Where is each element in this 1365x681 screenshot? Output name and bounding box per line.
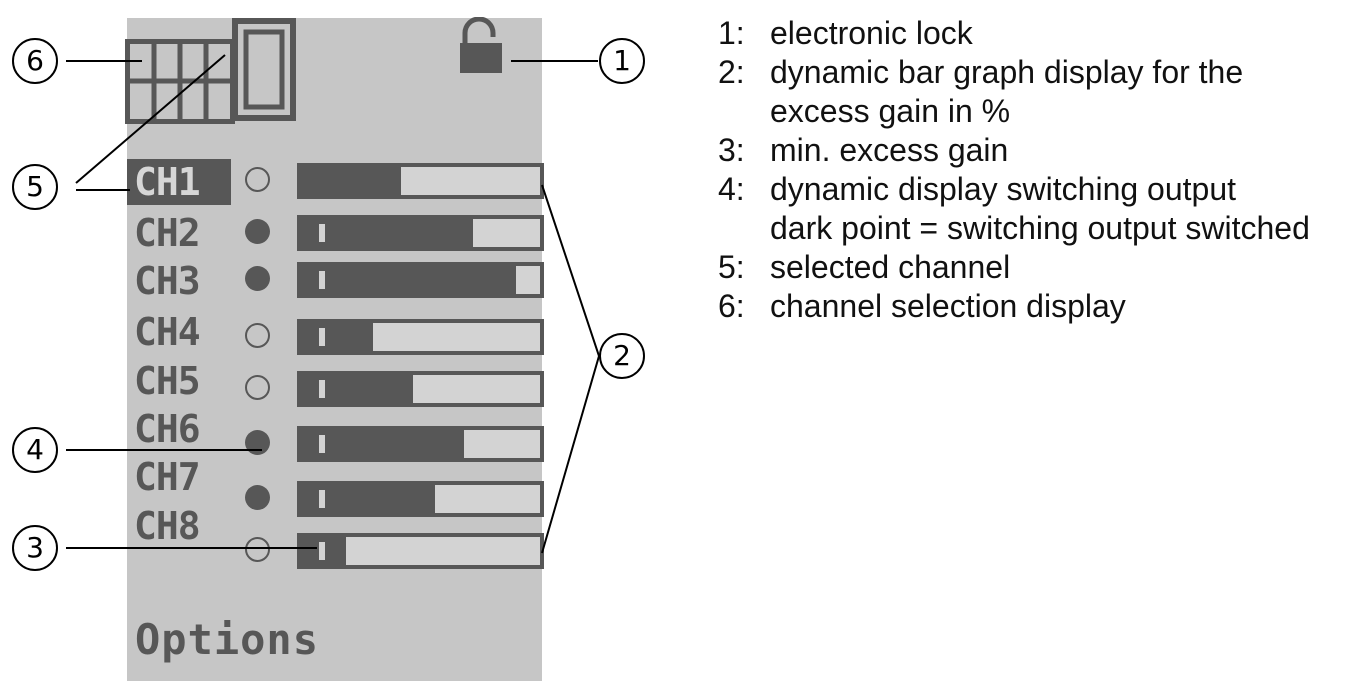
callout-3: 3 [12, 525, 58, 571]
legend-number: 1: [718, 15, 745, 51]
min-excess-gain-marker [319, 542, 325, 560]
switching-output-indicator [245, 219, 270, 244]
excess-gain-bar [297, 215, 544, 251]
legend-text: excess gain in % [770, 93, 1011, 129]
excess-gain-bar [297, 371, 544, 407]
legend-text: channel selection display [770, 288, 1126, 324]
legend-text: min. excess gain [770, 132, 1009, 168]
legend-number: 4: [718, 171, 745, 207]
excess-gain-bar [297, 533, 544, 569]
excess-gain-bar [297, 262, 544, 298]
excess-gain-bar [297, 426, 544, 462]
channel-label-ch3[interactable]: CH3 [134, 259, 201, 303]
legend-number: 5: [718, 249, 745, 285]
min-excess-gain-marker [319, 271, 325, 289]
legend-item: 2: dynamic bar graph display for the [718, 53, 1310, 92]
callout-5: 5 [12, 164, 58, 210]
options-menu-item[interactable]: Options [135, 615, 320, 664]
legend-number: 2: [718, 54, 745, 90]
excess-gain-fill [301, 167, 402, 195]
channel-label-ch4[interactable]: CH4 [134, 310, 201, 354]
excess-gain-bar [297, 163, 544, 199]
legend-text: electronic lock [770, 15, 973, 51]
switching-output-indicator [245, 323, 270, 348]
excess-gain-fill [301, 430, 464, 458]
switching-output-indicator [245, 537, 270, 562]
excess-gain-fill [301, 219, 474, 247]
legend-item: excess gain in % [718, 92, 1310, 131]
excess-gain-bar [297, 319, 544, 355]
min-excess-gain-marker [319, 328, 325, 346]
legend-text: dynamic display switching output [770, 171, 1237, 207]
legend-number: 3: [718, 132, 745, 168]
legend-item: 1: electronic lock [718, 14, 1310, 53]
legend-text: dark point = switching output switched [770, 210, 1310, 246]
unlocked-padlock-icon [460, 17, 502, 73]
legend-number [718, 92, 770, 131]
min-excess-gain-marker [319, 435, 325, 453]
min-excess-gain-marker [319, 380, 325, 398]
callout-4: 4 [12, 427, 58, 473]
channel-label-ch6[interactable]: CH6 [134, 407, 201, 451]
switching-output-indicator [245, 375, 270, 400]
switching-output-indicator [245, 167, 270, 192]
callout-6: 6 [12, 38, 58, 84]
legend-item: dark point = switching output switched [718, 209, 1310, 248]
legend-text: selected channel [770, 249, 1011, 285]
channel-label-ch1[interactable]: CH1 [127, 159, 231, 205]
legend-item: 6: channel selection display [718, 287, 1310, 326]
channel-label-ch5[interactable]: CH5 [134, 359, 201, 403]
switching-output-indicator [245, 266, 270, 291]
legend-text: dynamic bar graph display for the [770, 54, 1244, 90]
legend-list: 1: electronic lock 2: dynamic bar graph dis… [718, 14, 1310, 326]
min-excess-gain-marker [319, 224, 325, 242]
excess-gain-fill [301, 323, 373, 351]
legend-number: 6: [718, 288, 745, 324]
callout-2: 2 [599, 333, 645, 379]
channel-label-ch2[interactable]: CH2 [134, 211, 201, 255]
callout-1: 1 [599, 38, 645, 84]
legend-item: 3: min. excess gain [718, 131, 1310, 170]
legend-item: 5: selected channel [718, 248, 1310, 287]
channel-label-ch7[interactable]: CH7 [134, 455, 201, 499]
excess-gain-fill [301, 266, 517, 294]
excess-gain-bar [297, 481, 544, 517]
legend-number [718, 209, 770, 248]
legend-item: 4: dynamic display switching output [718, 170, 1310, 209]
channel-label-ch8[interactable]: CH8 [134, 504, 201, 548]
min-excess-gain-marker [319, 490, 325, 508]
switching-output-indicator [245, 485, 270, 510]
